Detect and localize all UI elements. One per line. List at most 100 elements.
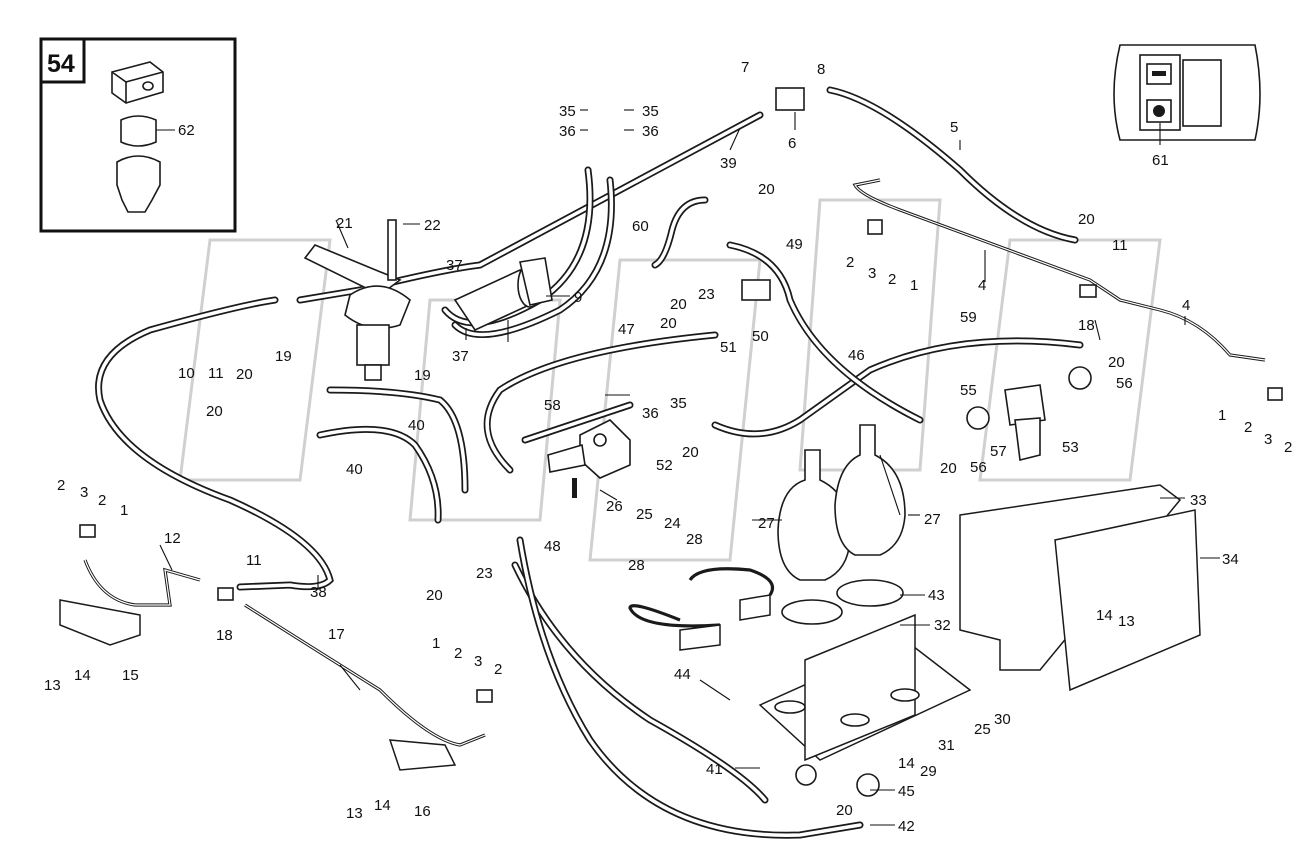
callout-13a: 13: [1118, 613, 1135, 630]
callout-32: 32: [934, 617, 951, 634]
callout-13b: 13: [44, 677, 61, 694]
callout-52: 52: [656, 457, 673, 474]
callout-25b: 25: [974, 721, 991, 738]
callout-3c: 3: [80, 484, 88, 501]
callout-61: 61: [1152, 152, 1169, 169]
callout-28a: 28: [686, 531, 703, 548]
callout-43: 43: [928, 587, 945, 604]
callout-2g: 2: [454, 645, 462, 662]
callout-20f: 20: [682, 444, 699, 461]
callout-15: 15: [122, 667, 139, 684]
callout-11a: 11: [208, 365, 224, 382]
small-brackets: [59, 599, 457, 771]
callout-55a: 56: [1116, 375, 1133, 392]
callout-35c: 35: [670, 395, 687, 412]
callout-59: 60: [632, 218, 649, 235]
callout-44: 44: [674, 666, 691, 683]
callout-23a: 23: [698, 286, 715, 303]
callout-37a: 37: [446, 257, 463, 274]
callout-14c: 14: [74, 667, 91, 684]
callout-10: 10: [178, 365, 195, 382]
callout-37b: 37: [452, 348, 469, 365]
callout-20c: 20: [660, 315, 677, 332]
callout-31: 31: [938, 737, 955, 754]
callout-53: 53: [1062, 439, 1079, 456]
callout-16: 16: [414, 803, 431, 820]
callout-26: 26: [606, 498, 623, 515]
callout-42: 42: [898, 818, 915, 835]
callout-41: 41: [706, 761, 723, 778]
callout-46: 46: [848, 347, 865, 364]
callout-20i: 20: [1108, 354, 1125, 371]
inset-callout: 62: [178, 122, 195, 139]
callout-2a: 2: [846, 254, 854, 271]
callout-4b: 4: [1182, 297, 1190, 314]
callout-21: 21: [336, 215, 353, 232]
callout-19b: 19: [414, 367, 431, 384]
callout-19a: 19: [275, 348, 292, 365]
callout-2d: 2: [1284, 439, 1292, 456]
callout-20d: 20: [236, 366, 253, 383]
callout-40b: 40: [346, 461, 363, 478]
control-valve-block: [547, 419, 631, 498]
callout-24: 24: [664, 515, 681, 532]
callout-47: 47: [618, 321, 635, 338]
callout-58: 59: [960, 309, 977, 326]
callout-23b: 23: [476, 565, 493, 582]
callout-20b: 20: [670, 296, 687, 313]
callout-18a: 18: [1078, 317, 1095, 334]
callout-3a: 3: [868, 265, 876, 282]
callout-3b: 3: [1264, 431, 1272, 448]
callout-1c: 1: [120, 502, 128, 519]
accumulators: [777, 424, 906, 625]
callout-2h: 2: [494, 661, 502, 678]
callout-20a: 20: [758, 181, 775, 198]
callout-35a: 35: [559, 103, 576, 120]
callout-4a: 4: [978, 277, 986, 294]
callout-20k: 20: [836, 802, 853, 819]
callout-18b: 18: [216, 627, 233, 644]
callout-14a: 14: [1096, 607, 1113, 624]
callout-5: 5: [950, 119, 958, 136]
callout-30: 30: [994, 711, 1011, 728]
callout-3d: 3: [474, 653, 482, 670]
callout-35b: 35: [642, 103, 659, 120]
panel-inset-61: 61: [1113, 44, 1261, 169]
callout-51: 51: [720, 339, 737, 356]
callout-11b: 11: [1112, 237, 1128, 254]
callout-36a: 36: [559, 123, 576, 140]
callout-1b: 1: [1218, 407, 1226, 424]
callout-25a: 25: [636, 506, 653, 523]
callout-17: 17: [328, 626, 345, 643]
callout-7: 7: [741, 59, 749, 76]
callout-28b: 28: [628, 557, 645, 574]
callout-2b: 2: [888, 271, 896, 288]
callout-57: 58: [544, 397, 561, 414]
callout-39: 39: [720, 155, 737, 172]
callout-48: 48: [544, 538, 561, 555]
callout-50: 50: [752, 328, 769, 345]
callout-36c: 36: [642, 405, 659, 422]
callout-2c: 2: [1244, 419, 1252, 436]
callout-1a: 1: [910, 277, 918, 294]
tubes: [83, 178, 1266, 747]
callout-13c: 13: [346, 805, 363, 822]
callout-20j: 20: [940, 460, 957, 477]
callout-2e: 2: [57, 477, 65, 494]
leader-lines: [159, 109, 1220, 826]
callout-6: 6: [788, 135, 796, 152]
callout-56: 57: [990, 443, 1007, 460]
callout-labels: 21 22 7 8 6 5 35 35 36 36 39 20 60 49 20…: [44, 59, 1292, 835]
callout-36b: 36: [642, 123, 659, 140]
callout-14d: 14: [374, 797, 391, 814]
callout-9: 9: [574, 289, 582, 306]
callout-1d: 1: [432, 635, 440, 652]
callout-45: 45: [898, 783, 915, 800]
fittings: [79, 87, 1283, 797]
pedal-valve: [303, 219, 411, 381]
callout-27b: 27: [924, 511, 941, 528]
inline-filter: [453, 257, 553, 332]
callout-22: 22: [424, 217, 441, 234]
callout-20g: 20: [426, 587, 443, 604]
